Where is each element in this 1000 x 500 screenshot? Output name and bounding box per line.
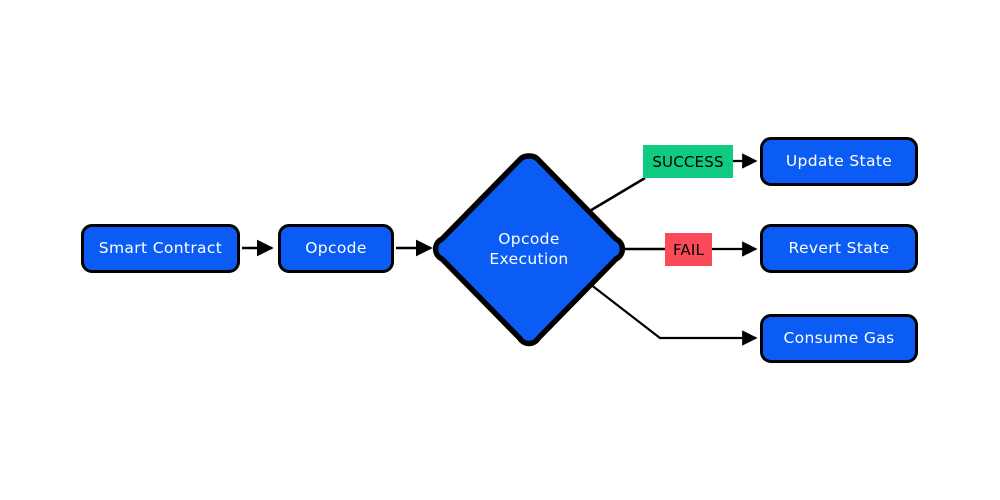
edge-tag-success: SUCCESS xyxy=(643,145,733,178)
node-update-state-label: Update State xyxy=(785,151,893,170)
node-opcode-execution-label: Opcode Execution xyxy=(489,229,569,268)
node-opcode-label: Opcode xyxy=(305,238,367,257)
node-opcode-execution[interactable]: Opcode Execution xyxy=(432,152,626,347)
edge-tag-success-label: SUCCESS xyxy=(652,152,724,171)
edge-execution-to-success-tag xyxy=(587,176,646,214)
node-revert-state[interactable]: Revert State xyxy=(760,224,918,273)
edge-execution-to-consume-gas xyxy=(589,283,758,346)
diamond-shape xyxy=(432,153,626,347)
node-consume-gas-label: Consume Gas xyxy=(783,328,895,347)
node-smart-contract-label: Smart Contract xyxy=(98,238,223,257)
node-smart-contract[interactable]: Smart Contract xyxy=(81,224,240,273)
node-update-state[interactable]: Update State xyxy=(760,137,918,186)
node-opcode[interactable]: Opcode xyxy=(278,224,394,273)
edge-tag-fail: FAIL xyxy=(665,233,712,266)
node-revert-state-label: Revert State xyxy=(788,238,890,257)
edge-tag-fail-label: FAIL xyxy=(672,240,705,259)
node-consume-gas[interactable]: Consume Gas xyxy=(760,314,918,363)
